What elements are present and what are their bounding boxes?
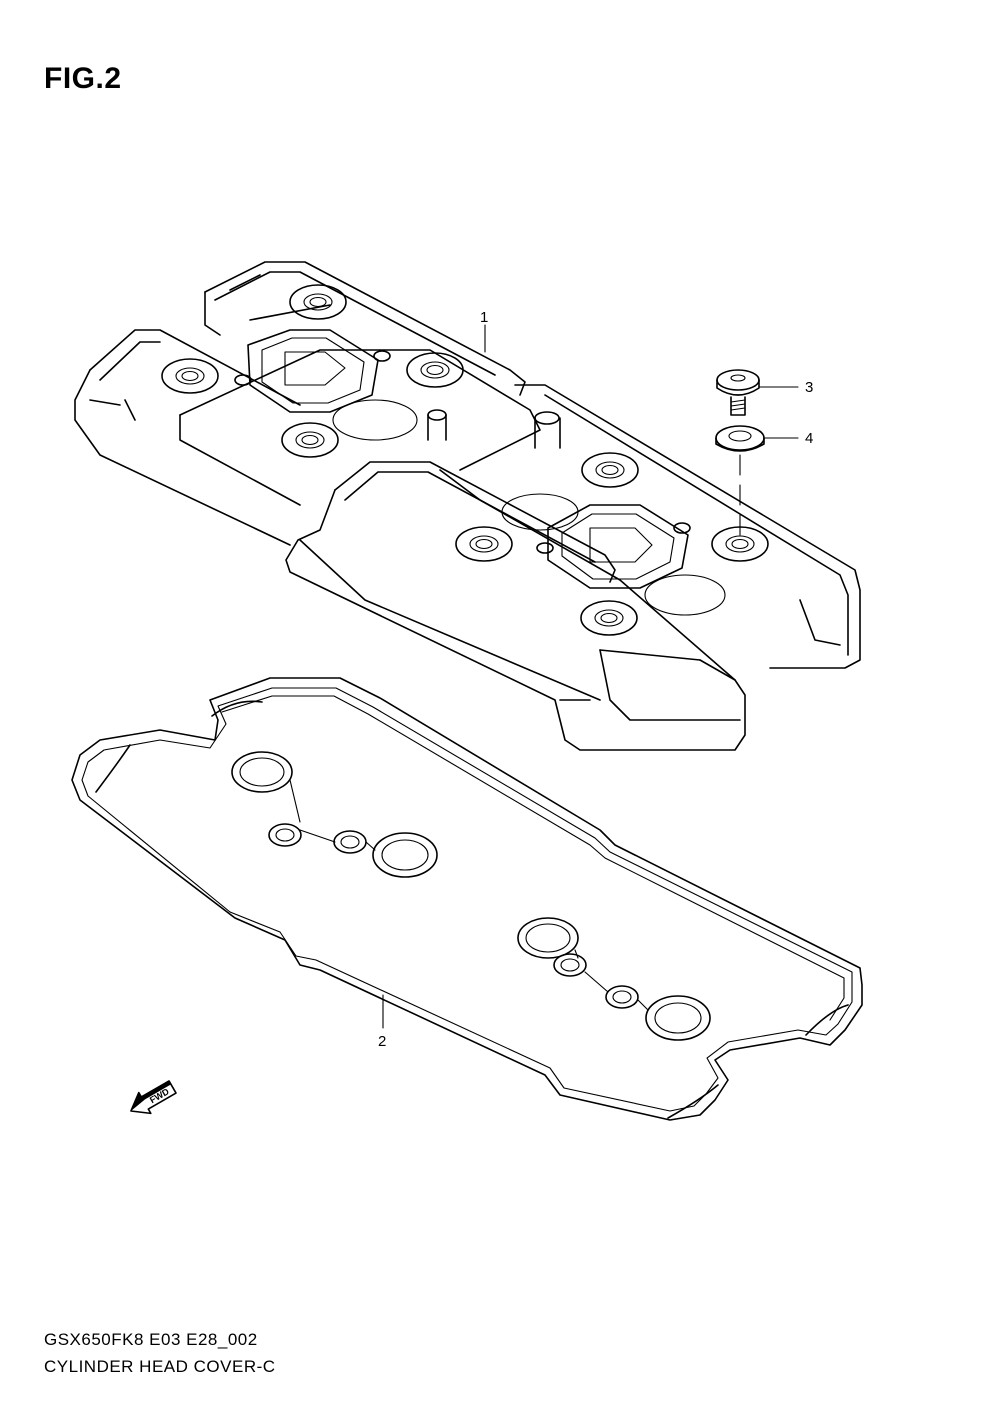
head-cover-bolt[interactable] xyxy=(716,369,760,416)
cylinder-head-cover[interactable] xyxy=(74,261,861,751)
spark-plug-seal-ring xyxy=(372,832,438,878)
diagram-caption: CYLINDER HEAD COVER-C xyxy=(44,1357,276,1376)
bolt-washer-grommet[interactable] xyxy=(715,425,765,452)
stud-2 xyxy=(534,411,561,449)
figure-title: FIG.2 xyxy=(44,62,122,95)
spark-plug-seal-ring xyxy=(517,917,579,959)
spark-plug-seal-ring xyxy=(553,953,587,977)
spark-plug-seal-ring xyxy=(645,995,711,1041)
spark-plug-seal-ring xyxy=(605,985,639,1009)
stud-1 xyxy=(427,409,447,441)
callout-number-4: 4 xyxy=(805,430,813,447)
head-cover-gasket[interactable] xyxy=(71,677,863,1121)
callout-number-2: 2 xyxy=(378,1033,386,1050)
spark-plug-seal-ring xyxy=(333,830,367,854)
callout-number-3: 3 xyxy=(805,379,813,396)
bolt-boss-set xyxy=(161,284,769,636)
spark-plug-seal-ring xyxy=(231,751,293,793)
spark-plug-seal-ring xyxy=(268,823,302,847)
callout-number-1: 1 xyxy=(480,309,488,326)
forward-arrow-icon: FWD xyxy=(130,1080,177,1115)
diagram-model-code: GSX650FK8 E03 E28_002 xyxy=(44,1330,258,1349)
